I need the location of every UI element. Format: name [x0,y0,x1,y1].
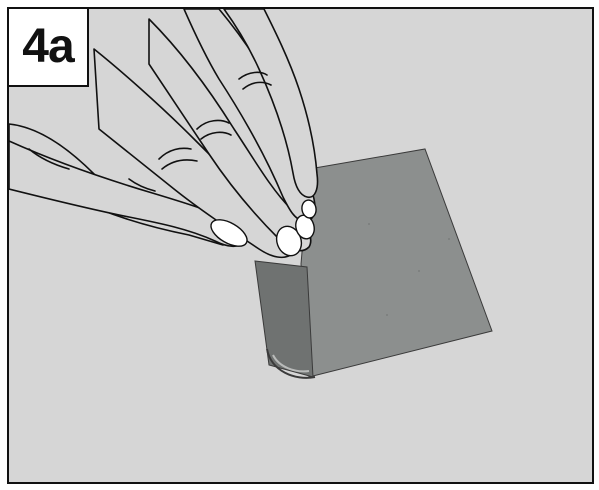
sheet-folded-edge [255,261,313,377]
sheet-speck [368,223,370,225]
sheet-body [301,149,492,377]
step-label: 4a [9,9,89,87]
sheet-speck [448,238,450,240]
instruction-figure-panel: 4a [7,7,594,484]
instruction-illustration [9,9,592,482]
sheet-speck [418,270,420,272]
sheet-speck [386,314,388,316]
